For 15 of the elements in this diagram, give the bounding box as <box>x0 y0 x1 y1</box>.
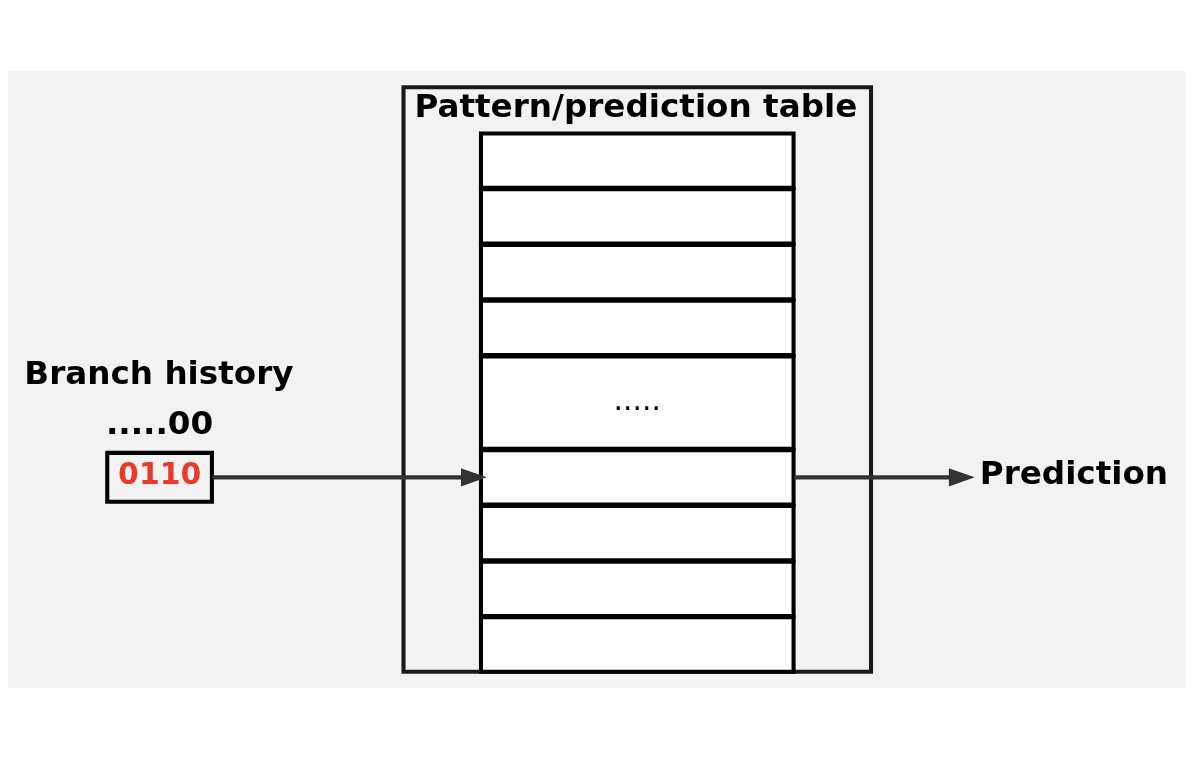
node-box <box>478 131 796 190</box>
node-box <box>478 298 796 357</box>
node-box <box>478 559 796 618</box>
node-box <box>478 186 796 246</box>
node-box <box>478 503 796 562</box>
node-text: Prediction <box>979 453 1169 492</box>
arrow <box>794 467 975 486</box>
node-box: 0110 <box>105 450 214 504</box>
node-box <box>478 242 796 301</box>
node-box <box>478 447 796 507</box>
node-box <box>478 614 796 674</box>
arrow <box>212 467 487 486</box>
node-label: Branch history <box>24 353 294 392</box>
node-box: ..... <box>478 353 796 451</box>
node-label: .....00 <box>105 403 214 442</box>
